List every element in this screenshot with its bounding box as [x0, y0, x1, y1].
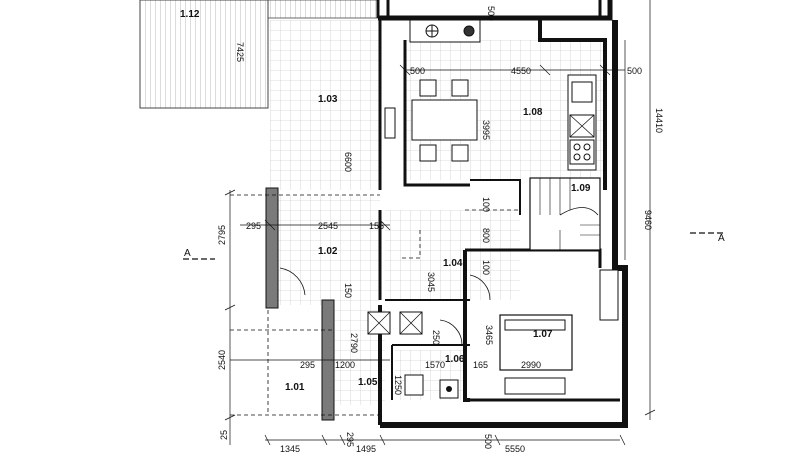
- burner: [573, 143, 581, 151]
- dim-2795: 2795: [217, 225, 227, 245]
- terrace-area: [139, 0, 269, 109]
- room-label-1-12: 1.12: [180, 9, 200, 20]
- section-marker-right: A: [718, 233, 725, 244]
- room-102-floor: [275, 195, 380, 305]
- section-marker-left: A: [184, 248, 191, 259]
- chair: [451, 79, 469, 97]
- dim-2790: 2790: [349, 333, 359, 353]
- dim-2545: 2545: [318, 221, 338, 231]
- chair: [451, 144, 469, 162]
- dim-6600: 6600: [343, 152, 353, 172]
- west-window: [384, 107, 396, 139]
- room-label-1-06: 1.06: [445, 354, 465, 365]
- east-window: [599, 269, 619, 321]
- dim-250: 250: [431, 330, 441, 345]
- dim-155: 155: [369, 221, 384, 231]
- dim-150: 150: [343, 283, 353, 298]
- dim-3995: 3995: [481, 120, 491, 140]
- dim-7425: 7425: [235, 42, 245, 62]
- dim-100-b: 100: [481, 260, 491, 275]
- staircase: [529, 177, 601, 251]
- dim-100: 100: [481, 197, 491, 212]
- dim-1200: 1200: [335, 360, 355, 370]
- dim-14410: 14410: [654, 108, 664, 133]
- room-label-1-01: 1.01: [285, 382, 305, 393]
- bench: [504, 377, 566, 395]
- living-floor: [270, 20, 380, 190]
- dim-295-a: 295: [246, 221, 261, 231]
- burner: [573, 153, 581, 161]
- flue: [463, 25, 475, 37]
- dim-165: 165: [473, 360, 488, 370]
- dim-5550: 5550: [505, 444, 525, 454]
- dim-4550: 4550: [511, 66, 531, 76]
- dim-9460: 9460: [643, 210, 653, 230]
- terrace-top-strip: [267, 0, 379, 19]
- burner: [583, 143, 591, 151]
- dim-800: 800: [481, 228, 491, 243]
- chair: [419, 79, 437, 97]
- room-label-1-07: 1.07: [533, 329, 553, 340]
- dim-3045: 3045: [426, 272, 436, 292]
- room-label-1-02: 1.02: [318, 246, 338, 257]
- room-label-1-04: 1.04: [443, 258, 463, 269]
- room-label-1-08: 1.08: [523, 107, 543, 118]
- dim-2990: 2990: [521, 360, 541, 370]
- cooktop: [569, 139, 595, 165]
- dim-1250: 1250: [393, 375, 403, 395]
- dimension-lines: [224, 0, 656, 446]
- washbasin: [404, 374, 424, 396]
- dim-500-left: 500: [410, 66, 425, 76]
- room-label-1-03: 1.03: [318, 94, 338, 105]
- burner: [583, 153, 591, 161]
- dim-2540: 2540: [217, 350, 227, 370]
- stove-unit: [409, 19, 481, 43]
- dim-295-b: 295: [300, 360, 315, 370]
- chair: [419, 144, 437, 162]
- west-wall-segment: [265, 187, 279, 309]
- room-label-1-05: 1.05: [358, 377, 378, 388]
- pillow: [504, 319, 566, 331]
- sink: [571, 81, 593, 103]
- dim-1495: 1495: [356, 444, 376, 454]
- dim-1345: 1345: [280, 444, 300, 454]
- dim-1570: 1570: [425, 360, 445, 370]
- door-swing: [469, 274, 491, 301]
- dashed-lines: [230, 194, 520, 416]
- door-swing: [439, 319, 463, 346]
- dim-3465: 3465: [484, 325, 494, 345]
- dim-500-right: 500: [627, 66, 642, 76]
- door-swing: [279, 267, 306, 296]
- dining-table: [411, 99, 478, 141]
- dim-500-bottom: 500: [483, 434, 493, 449]
- dim-500-top: 500: [486, 6, 496, 21]
- room-label-1-09: 1.09: [571, 183, 591, 194]
- dim-295-c: 295: [345, 432, 355, 447]
- hall-floor: [385, 210, 520, 300]
- dim-25: 25: [219, 430, 229, 440]
